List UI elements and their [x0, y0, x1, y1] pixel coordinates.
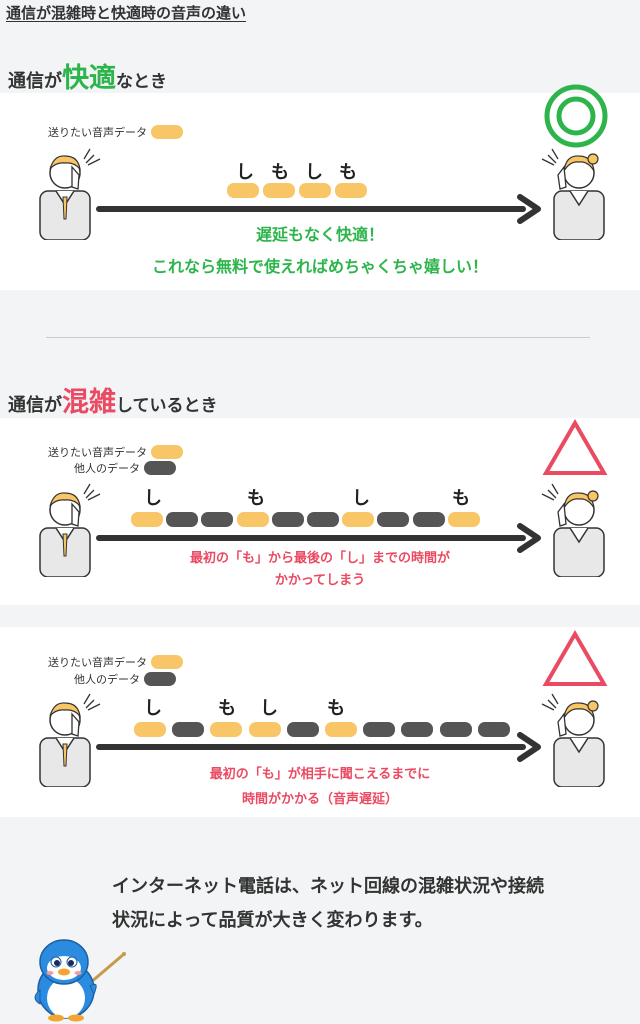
- voice-packet: [236, 512, 269, 527]
- section-divider: [46, 337, 590, 338]
- sender-person-icon: [39, 492, 91, 577]
- receiver-person-icon: [553, 490, 605, 577]
- heading-prefix: 通信が: [8, 395, 62, 416]
- other-packet: [412, 512, 445, 527]
- syllable: し: [260, 698, 278, 719]
- sound-lines-icon: [541, 148, 559, 166]
- other-packet: [286, 722, 319, 737]
- syllable: し: [305, 162, 323, 183]
- legend-sent: 送りたい音声データ: [48, 654, 183, 670]
- arrow-right-icon: [517, 523, 541, 553]
- syllable: も: [452, 488, 470, 509]
- syllable: し: [144, 698, 162, 719]
- message-line-1: 遅延もなく快適！: [255, 225, 384, 244]
- other-packet-swatch: [144, 461, 176, 475]
- heading-suffix: なとき: [116, 72, 167, 92]
- penguin-mascot-icon: [34, 939, 126, 1022]
- sound-lines-icon: [83, 148, 101, 166]
- voice-packet-swatch: [151, 655, 183, 669]
- voice-packet: [447, 512, 480, 527]
- legend-sent: 送りたい音声データ: [48, 444, 183, 460]
- voice-packet: [342, 512, 375, 527]
- transmission-line: [96, 535, 526, 541]
- message-line-1: 最初の「も」が相手に聞こえるまでに: [209, 767, 431, 782]
- syllable: も: [271, 162, 289, 183]
- legend-other-label: 他人のデータ: [74, 673, 140, 686]
- other-packet: [401, 722, 434, 737]
- other-packet: [439, 722, 472, 737]
- comfortable-panel: 送りたい音声データ し も し も 遅延も: [0, 84, 640, 290]
- voice-packet: [131, 512, 163, 527]
- syllable: も: [218, 698, 236, 719]
- warning-triangle-icon: [542, 419, 608, 475]
- voice-packet: [299, 183, 331, 198]
- voice-packet: [248, 722, 281, 737]
- message-line-1: 最初の「も」から最後の「し」までの時間が: [189, 551, 450, 566]
- legend-sent: 送りたい音声データ: [48, 124, 183, 140]
- voice-packet: [134, 722, 166, 737]
- arrow-right-icon: [517, 732, 541, 762]
- heading-comfortable: 通信が快適なとき: [8, 56, 167, 95]
- voice-packet: [227, 183, 259, 198]
- syllable: も: [339, 162, 357, 183]
- legend-other-label: 他人のデータ: [74, 462, 140, 475]
- other-packet-swatch: [144, 672, 176, 686]
- sound-lines-icon: [541, 483, 559, 501]
- good-circle-icon: [544, 84, 608, 148]
- message-line-2: かかってしまう: [274, 573, 366, 588]
- receiver-person-icon: [553, 153, 605, 240]
- receiver-person-icon: [553, 700, 605, 787]
- other-packet: [201, 512, 234, 527]
- other-packet: [307, 512, 339, 527]
- other-packet: [377, 512, 410, 527]
- voice-packet: [325, 722, 357, 737]
- arrow-right-icon: [517, 194, 541, 224]
- syllable: し: [352, 488, 370, 509]
- syllable: し: [236, 162, 254, 183]
- syllable: も: [247, 488, 265, 509]
- message-line-2: これなら無料で使えればめちゃくちゃ嬉しい！: [151, 257, 488, 276]
- legend-sent-label: 送りたい音声データ: [48, 446, 147, 459]
- congested-panel-2: 送りたい音声データ 他人のデータ し も し も 最初の「も」が相手に聞こえる: [0, 627, 640, 817]
- voice-packet: [335, 183, 367, 198]
- page-title: 通信が混雑時と快適時の音声の違い: [6, 4, 247, 22]
- heading-emphasis-comfortable: 快適: [62, 63, 116, 94]
- heading-prefix: 通信が: [8, 71, 62, 92]
- voice-packet-swatch: [151, 125, 183, 139]
- heading-suffix: しているとき: [116, 396, 218, 416]
- footer-line-1: インターネット電話は、ネット回線の混雑状況や接続: [112, 876, 544, 897]
- sender-person-icon: [39, 702, 91, 787]
- sound-lines-icon: [541, 693, 559, 711]
- other-packet: [271, 512, 304, 527]
- legend-other: 他人のデータ: [74, 460, 176, 476]
- legend-other: 他人のデータ: [74, 671, 176, 687]
- footer-note: インターネット電話は、ネット回線の混雑状況や接続 状況によって品質が大きく変わり…: [112, 870, 612, 938]
- syllable: も: [327, 698, 345, 719]
- other-packet: [477, 722, 510, 737]
- voice-packet-swatch: [151, 445, 183, 459]
- legend-sent-label: 送りたい音声データ: [48, 656, 147, 669]
- message-line-2: 時間がかかる（音声遅延）: [241, 792, 398, 807]
- other-packet: [363, 722, 396, 737]
- syllable: し: [144, 488, 162, 509]
- transmission-line: [96, 744, 526, 750]
- warning-triangle-icon: [542, 630, 608, 686]
- sender-person-icon: [39, 155, 91, 240]
- heading-emphasis-congested: 混雑: [62, 387, 116, 418]
- legend-sent-label: 送りたい音声データ: [48, 126, 147, 139]
- congested-panel-1: 送りたい音声データ 他人のデータ し も し も 最初の「も」から最後の「し」: [0, 418, 640, 605]
- heading-congested: 通信が混雑しているとき: [8, 380, 218, 419]
- sound-lines-icon: [83, 693, 101, 711]
- sound-lines-icon: [83, 483, 101, 501]
- other-packet: [166, 512, 199, 527]
- voice-packet: [210, 722, 243, 737]
- footer-line-2: 状況によって品質が大きく変わります。: [112, 910, 433, 931]
- other-packet: [172, 722, 205, 737]
- voice-packet: [263, 183, 295, 198]
- transmission-line: [96, 206, 526, 212]
